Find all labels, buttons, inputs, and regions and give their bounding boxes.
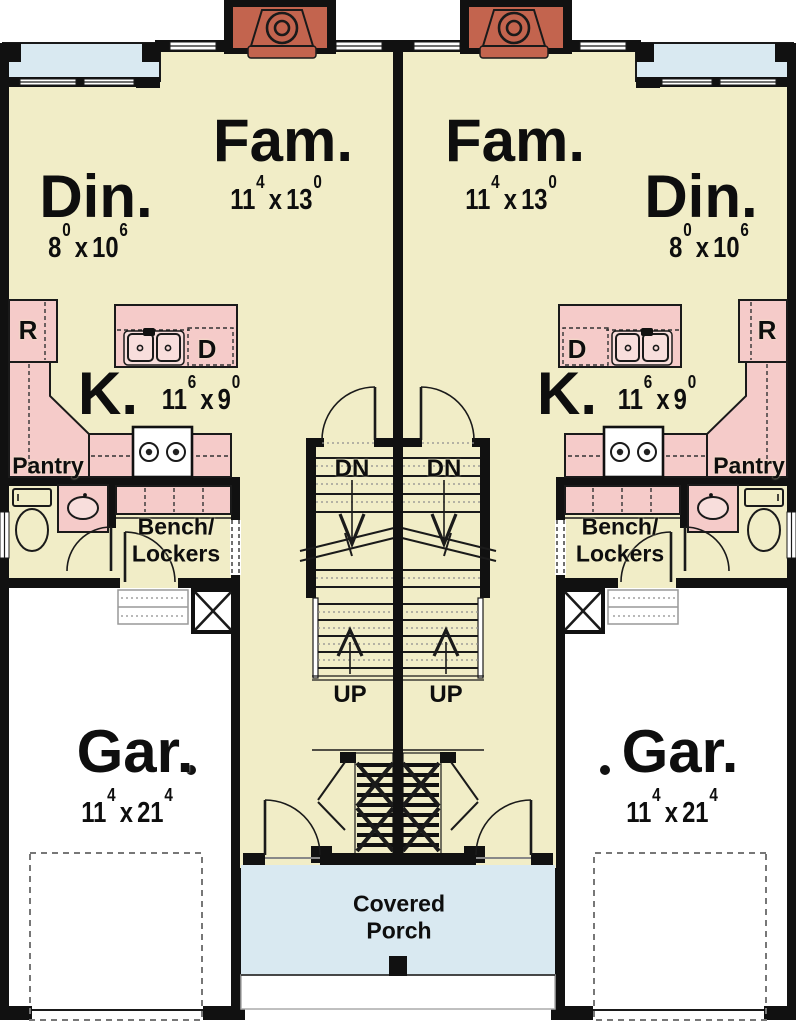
porch-wall xyxy=(243,853,398,865)
garage-steps xyxy=(117,589,189,625)
garage-top-wall-2 xyxy=(178,578,231,588)
fireplace-chimney xyxy=(224,0,336,59)
stairwell xyxy=(299,386,399,863)
parking-outline xyxy=(29,852,203,1021)
post xyxy=(186,765,196,775)
kitchen-sink xyxy=(123,328,185,366)
garage-right-wall xyxy=(231,868,241,1013)
kitchen-label-right: K. xyxy=(537,360,597,428)
bay-window xyxy=(2,42,161,88)
bench-lockers-label-right: Bench/Lockers xyxy=(575,513,665,566)
toilet-tank xyxy=(12,488,52,507)
dishwasher-box xyxy=(187,327,234,366)
garage-door-wall xyxy=(0,1006,245,1020)
stairs-up xyxy=(312,597,393,751)
vanity-sink xyxy=(67,496,99,520)
mudroom-garage-door xyxy=(123,531,176,583)
powder-divider-wall xyxy=(108,486,116,528)
range xyxy=(131,425,194,479)
pantry-label-left: Pantry xyxy=(12,452,84,479)
stairs-down xyxy=(299,457,399,588)
din-room-label-right: Din. xyxy=(644,163,758,231)
kitchen-bottom-wall xyxy=(9,477,240,486)
cased-opening xyxy=(230,520,241,575)
hall-wall xyxy=(231,477,240,868)
garage-label-left: Gar. xyxy=(76,718,194,786)
up-label-left: UP xyxy=(333,681,367,709)
refrigerator-label-left: R xyxy=(18,314,38,345)
toilet-bowl xyxy=(15,508,49,552)
up-label-right: UP xyxy=(429,681,463,709)
entry-stairs xyxy=(311,752,395,863)
garage-floor xyxy=(9,588,233,1012)
refrigerator-label-right: R xyxy=(757,314,777,345)
unit-left xyxy=(0,0,399,1021)
bench-lockers xyxy=(115,485,232,519)
dishwasher-label-right: D xyxy=(567,333,587,364)
bench-lockers-label-left: Bench/Lockers xyxy=(131,513,221,566)
din-room-label-left: Din. xyxy=(39,163,153,231)
dishwasher-label-left: D xyxy=(197,333,217,364)
fam-room-label-left: Fam. xyxy=(212,107,354,175)
party-wall xyxy=(393,42,403,868)
garage-label-right: Gar. xyxy=(621,718,739,786)
dn-label-right: DN xyxy=(426,455,462,483)
kitchen-label-left: K. xyxy=(78,360,138,428)
porch-post xyxy=(389,956,407,976)
shared-center xyxy=(240,42,556,1010)
powder-room xyxy=(12,484,109,552)
dn-label-left: DN xyxy=(334,455,370,483)
powder-door xyxy=(66,526,113,572)
porch-entry-door xyxy=(263,799,321,856)
chase-box xyxy=(191,588,235,634)
pantry-label-right: Pantry xyxy=(713,452,785,479)
porch-apron xyxy=(240,974,556,1010)
fam-room-label-right: Fam. xyxy=(444,107,586,175)
kitchen-fixtures xyxy=(8,299,238,479)
garage-top-wall xyxy=(9,578,120,588)
stair-door xyxy=(321,386,377,444)
